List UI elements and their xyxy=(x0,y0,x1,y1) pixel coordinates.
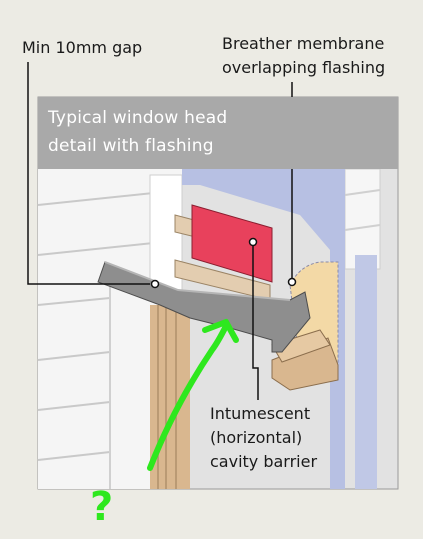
callout-membrane: Breather membrane overlapping flashing xyxy=(222,32,385,80)
callout-barrier-line-2: (horizontal) xyxy=(210,428,303,447)
title-line-2: detail with flashing xyxy=(48,136,214,156)
cavity-barrier xyxy=(191,204,273,283)
diagram-title: Typical window head detail with flashing xyxy=(48,104,227,160)
gap-leader-line xyxy=(27,62,150,285)
callout-membrane-line-2: overlapping flashing xyxy=(222,58,386,77)
cladding-boards xyxy=(37,169,183,489)
annotation-question-mark: ? xyxy=(90,484,113,530)
title-band xyxy=(38,97,398,169)
annotation-arrow xyxy=(147,319,239,471)
callout-barrier-line-3: cavity barrier xyxy=(210,452,318,471)
membrane-leader-dot xyxy=(287,277,297,287)
barrier-leader-dot xyxy=(248,237,258,247)
cladding-boards-right xyxy=(344,168,381,270)
callout-gap: Min 10mm gap xyxy=(22,36,142,60)
callout-barrier-line-1: Intumescent xyxy=(210,404,311,423)
callout-membrane-line-1: Breather membrane xyxy=(222,34,385,53)
breather-membrane xyxy=(182,169,345,489)
barrier-leader-line xyxy=(252,243,259,400)
gap-leader-dot xyxy=(150,279,160,289)
callout-gap-text: Min 10mm gap xyxy=(22,38,143,57)
leader-dots xyxy=(150,237,297,289)
window-frame xyxy=(150,305,339,489)
membrane-inner xyxy=(355,255,377,489)
title-line-1: Typical window head xyxy=(48,108,228,128)
callout-cavity-barrier: Intumescent (horizontal) cavity barrier xyxy=(210,402,317,474)
